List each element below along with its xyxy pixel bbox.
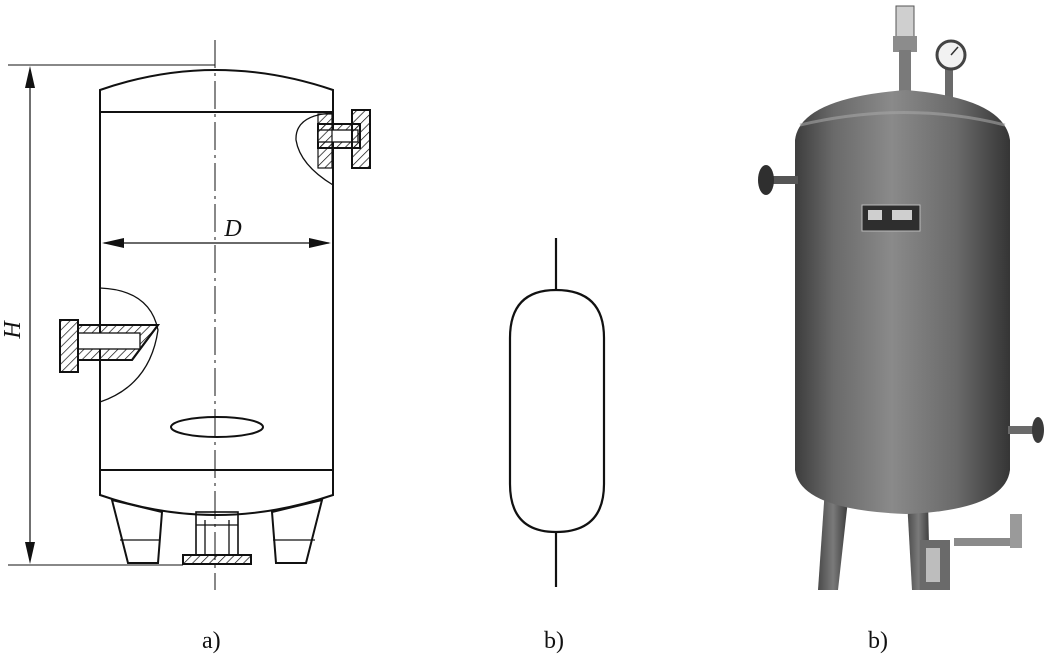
nozzle-flange-left — [59, 319, 79, 373]
tank-body — [795, 90, 1010, 514]
manhole — [170, 416, 264, 438]
side-valve-upper-icon — [758, 165, 774, 195]
panel-c-tank — [758, 5, 1044, 590]
panel-a-drawing — [8, 40, 371, 590]
caption-panel-b: b) — [544, 628, 564, 654]
caption-panel-a: a) — [202, 628, 221, 654]
bottom-outlet — [195, 511, 239, 556]
side-valve-lower-icon — [1032, 417, 1044, 443]
top-head — [99, 69, 334, 110]
label-height: H — [0, 320, 26, 340]
nozzle-flange-upper — [351, 109, 371, 169]
leg-right — [270, 498, 324, 564]
vessel-symbol — [508, 288, 606, 534]
leg-left — [110, 498, 164, 564]
bottom-head — [99, 470, 334, 516]
caption-panel-c: b) — [868, 628, 888, 654]
panel-b-symbol — [508, 238, 606, 587]
label-diameter: D — [223, 216, 241, 242]
tank-leg-left — [818, 488, 848, 590]
